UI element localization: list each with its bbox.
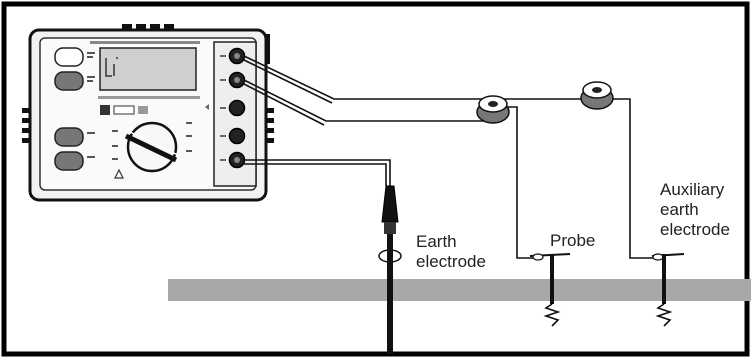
ground-surface (168, 279, 751, 301)
label-line: earth (660, 200, 699, 219)
earth-electrode-label: Earth electrode (416, 232, 486, 272)
label-line: Earth (416, 232, 457, 251)
earth-tester-instrument (22, 24, 274, 202)
function-button (54, 127, 84, 147)
test-leads (243, 55, 655, 259)
lead-probe (243, 79, 492, 122)
lead-earth (244, 159, 391, 186)
label-line: electrode (416, 252, 486, 271)
knob-scale (112, 122, 192, 160)
function-button (54, 71, 84, 91)
earth-electrode (378, 185, 402, 354)
lead-auxiliary-drop (604, 98, 655, 259)
lead-auxiliary (243, 55, 592, 100)
lcd-digits (105, 57, 118, 77)
warning-triangle-icon (114, 168, 124, 179)
mode-switch (100, 105, 110, 115)
probe-spike (529, 253, 571, 327)
button-legends (87, 52, 95, 158)
mode-indicator (138, 106, 148, 114)
probe-label: Probe (550, 231, 596, 250)
ground-spike-icon (655, 303, 673, 327)
probe-lead-clip (476, 95, 510, 124)
earth-rod (387, 234, 393, 354)
function-button (54, 151, 84, 171)
ground-spike-icon (543, 303, 561, 327)
left-ribs (22, 108, 34, 143)
range-selector-knob (124, 121, 179, 173)
clamp-jaw (384, 222, 396, 234)
label-line: Auxiliary (660, 180, 725, 199)
terminal-legends (205, 55, 226, 161)
auxiliary-earth-electrode-label: Auxiliary earth electrode (660, 180, 730, 240)
cable-clamp-icon (381, 185, 399, 223)
mode-switch (113, 105, 135, 115)
function-button (54, 47, 84, 67)
auxiliary-spike (651, 253, 685, 327)
auxiliary-lead-clip (580, 81, 614, 110)
label-line: electrode (660, 220, 730, 239)
instrument-header-print (90, 41, 200, 44)
lcd-display (99, 47, 197, 91)
settings-print (98, 96, 200, 99)
lead-probe-drop (502, 106, 533, 259)
